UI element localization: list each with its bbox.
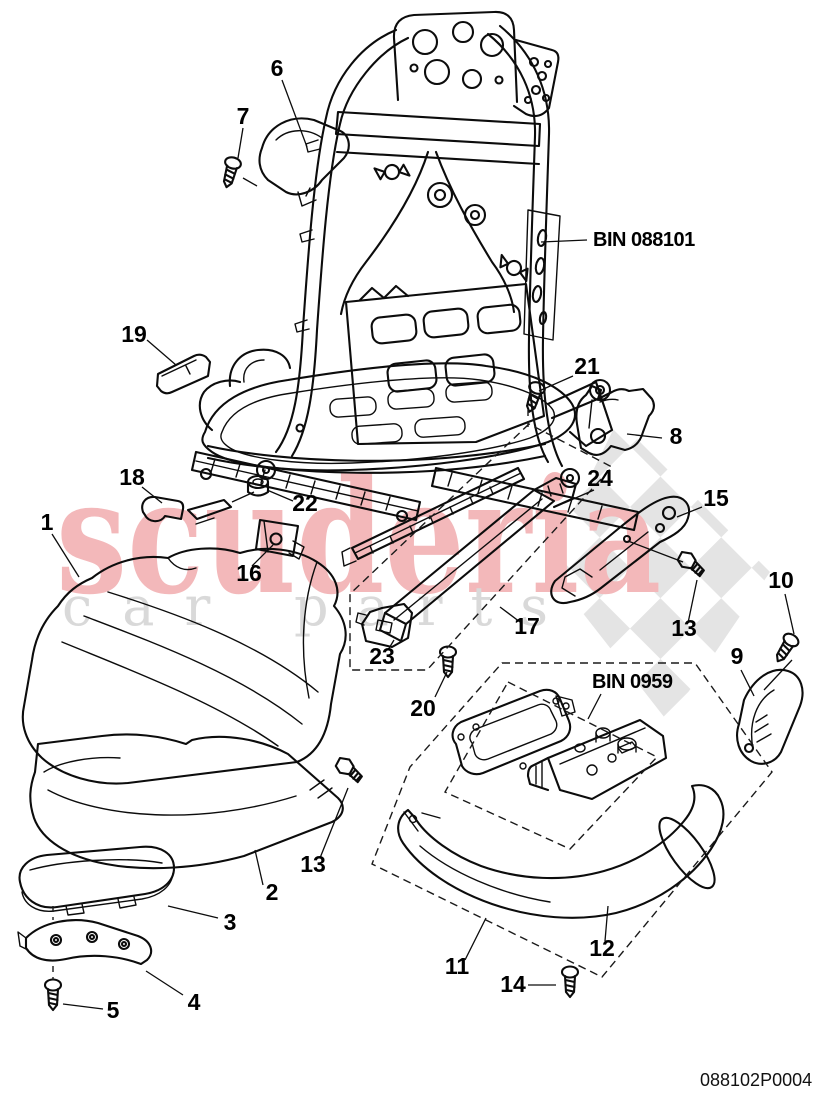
- callout-leader-20: [434, 671, 448, 698]
- part-4-bracket: [17, 919, 153, 966]
- callout-leader-8: [626, 433, 663, 439]
- callout-label-22: 22: [292, 490, 318, 516]
- callout-leader-22: [266, 489, 294, 502]
- part-11-side-trim-panel: [397, 784, 725, 919]
- part-12-trim-slot: [658, 816, 716, 890]
- callout-label-11: 11: [445, 953, 470, 979]
- callout-label-15: 15: [703, 485, 729, 511]
- watermark-sub-left: car: [62, 575, 240, 638]
- callout-label-10: 10: [768, 567, 794, 593]
- callout-label-13: 13: [671, 615, 697, 641]
- part-3-pad: [18, 845, 176, 916]
- callout-leader-13: [687, 579, 698, 624]
- callout-label-24: 24: [587, 465, 613, 491]
- callout-label-14: 14: [500, 971, 526, 997]
- part-9-cover: [736, 668, 804, 765]
- bin-0959-switch-group: [451, 688, 668, 801]
- trim-group-box: [371, 662, 773, 978]
- drawing-number: 088102P0004: [700, 1070, 812, 1090]
- callout-label-5: 5: [107, 997, 120, 1023]
- callout-label-1: 1: [41, 509, 54, 535]
- callout-leader-18: [141, 486, 163, 504]
- callout-leader-16: [251, 544, 274, 567]
- callout-leader-21: [538, 375, 574, 392]
- callout-leader-5: [62, 1003, 104, 1010]
- callout-leader-6: [281, 79, 308, 148]
- checkered-flag-watermark: [546, 420, 770, 722]
- callout-layer: 1234567891011121313141516171819202122232…: [41, 55, 813, 1090]
- callout-label-23: 23: [369, 643, 395, 669]
- callout-label-12: 12: [589, 935, 615, 961]
- callout-label-6: 6: [271, 55, 284, 81]
- callout-label-17: 17: [514, 613, 540, 639]
- callout-leader-10: [784, 593, 795, 635]
- callout-label-13: 13: [300, 851, 326, 877]
- callout-label-8: 8: [670, 423, 683, 449]
- bin-0959-box: [444, 681, 659, 850]
- callout-leader-17: [499, 606, 521, 623]
- callout-leader-23: [387, 639, 395, 651]
- part-23-bracket: [355, 602, 414, 649]
- part-8-trim: [575, 384, 655, 456]
- dashed-group-boxes: [52, 410, 773, 980]
- part-6-cover: [258, 117, 350, 207]
- callout-leader-24: [563, 489, 595, 504]
- callout-leader-3: [167, 905, 219, 919]
- callout-leader-15: [676, 506, 703, 518]
- callout-label-2: 2: [266, 879, 279, 905]
- callout-label-9: 9: [731, 643, 744, 669]
- callout-leader-11: [464, 917, 487, 961]
- callout-leader-13: [319, 787, 349, 859]
- bin-label: BIN 0959: [592, 671, 673, 693]
- part-18-clip: [141, 495, 233, 525]
- callout-label-18: 18: [119, 464, 145, 490]
- bin-label: BIN 088101: [593, 229, 695, 251]
- callout-label-20: 20: [410, 695, 436, 721]
- part-22-nut: [246, 474, 270, 497]
- seat-pan-frame: [190, 348, 640, 532]
- label-leader: [540, 239, 588, 243]
- callout-label-3: 3: [224, 909, 237, 935]
- callout-leader-7: [237, 127, 244, 159]
- part-1-seat-cushion: [21, 547, 347, 785]
- part-2-foam-pad: [29, 733, 344, 870]
- callout-label-21: 21: [574, 353, 600, 379]
- connector-lines: [231, 177, 793, 691]
- rail-group-box: [349, 423, 614, 671]
- callout-leader-12: [604, 905, 609, 942]
- label-leader: [587, 693, 602, 720]
- watermark-brand-text: scuderia: [56, 444, 661, 630]
- callout-label-7: 7: [237, 103, 250, 129]
- switch-bezel-gasket: [451, 688, 572, 776]
- callout-label-4: 4: [188, 989, 201, 1015]
- callout-leader-1: [51, 533, 80, 578]
- seat-backrest-frame: [255, 10, 581, 489]
- part-16-plate: [254, 518, 305, 560]
- seat-adjust-switch: [526, 718, 668, 801]
- part-15-handle: [550, 495, 690, 605]
- part-19-clip: [155, 353, 212, 395]
- callout-label-19: 19: [121, 321, 147, 347]
- callout-leader-4: [145, 970, 184, 996]
- callout-leader-19: [146, 339, 177, 366]
- callout-leader-9: [740, 669, 755, 697]
- callout-leader-2: [254, 849, 264, 886]
- callout-label-16: 16: [236, 560, 262, 586]
